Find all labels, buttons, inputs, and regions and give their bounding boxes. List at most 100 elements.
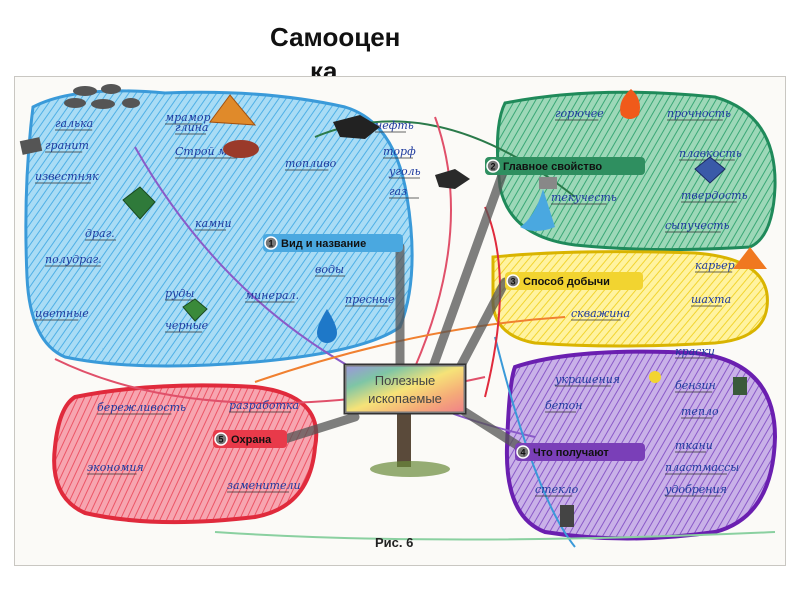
branch-svoystvo-label: Главное свойство [503, 161, 602, 173]
branch-vid-label: Вид и название [281, 238, 366, 250]
leaf-label: нефть [375, 119, 414, 132]
oil-spill-icon [333, 115, 380, 139]
svg-text:5: 5 [218, 435, 223, 445]
leaf-label: газ [389, 185, 407, 198]
pebbles-icon [64, 84, 140, 109]
ore-icon [182, 298, 208, 322]
leaf-label: камни [195, 217, 232, 230]
clay-lump-icon [223, 140, 259, 158]
leaf-label: пластмассы [665, 461, 739, 474]
emerald-icon [122, 186, 156, 220]
leaf-label: известняк [35, 170, 99, 183]
leaf-label: ткани [675, 439, 713, 452]
slide-title: Самооцен ка [270, 20, 440, 88]
sand-pile-icon [209, 94, 257, 126]
branch-poluchayut-pill [515, 443, 645, 461]
leaf-label: украшения [554, 373, 620, 386]
leaf-label: уголь [388, 165, 421, 178]
branch-okhrana: 5 Охрана [213, 430, 287, 448]
branch-svoystvo: 2 Главное свойство [485, 157, 645, 175]
branch-number-badge [486, 159, 500, 173]
leaf-label: торф [383, 145, 416, 158]
svg-text:4: 4 [520, 448, 525, 458]
svg-text:2: 2 [490, 162, 495, 172]
water-drop-icon [317, 309, 337, 343]
branch-poluchayut-label: Что получают [533, 447, 609, 459]
branch-dobycha: 3 Способ добычи [505, 272, 643, 290]
connector-line [414, 116, 452, 368]
leaf-label: твердость [681, 189, 748, 202]
branch-poluchayut: 4 Что получают [515, 443, 645, 461]
leaf-label: черные [165, 319, 209, 332]
branch-okhrana-pill [213, 430, 287, 448]
leaf-label: карьер [695, 259, 735, 272]
branch-okhrana-label: Охрана [231, 434, 272, 446]
svg-text:3: 3 [510, 277, 515, 287]
branch-number-badge [214, 432, 228, 446]
branch-vid: 1 Вид и название [263, 234, 403, 252]
leaf-label: цветные [35, 307, 89, 320]
branch-svoystvo-pill [485, 157, 645, 175]
connector-line [494, 336, 576, 548]
branch-dobycha-pill [505, 272, 643, 290]
leaf-label: галька [55, 117, 93, 130]
leaf-label: полудраг. [45, 253, 102, 266]
coal-lump-icon [435, 169, 470, 189]
leaves-dobycha: карьер шахта скважина [571, 259, 735, 321]
leaf-label: минерал. [245, 289, 299, 302]
leaf-label: бережливость [97, 401, 186, 414]
figure-caption: Рис. 6 [375, 535, 413, 550]
leaf-label: мрамор [165, 111, 211, 124]
leaves-poluchayut: краски украшения бензин бетон тепло ткани плас… [535, 345, 739, 497]
leaf-label: удобрения [664, 483, 727, 496]
leaf-label: пресные [345, 293, 395, 306]
branch-number-badge [264, 236, 278, 250]
connector-line [254, 316, 566, 383]
leaf-label: заменители [227, 479, 301, 492]
diamond-icon [694, 156, 726, 184]
leaf-label: экономия [87, 461, 144, 474]
center-sign-line2: ископаемые [368, 391, 442, 406]
leaf-label: текучесть [551, 191, 617, 204]
mind-map-canvas: 1 Вид и название 2 Главное свойство 3 Сп… [19, 84, 778, 550]
jar-icon [560, 505, 574, 527]
branch-dobycha-label: Способ добычи [523, 276, 610, 288]
leaf-label: плавкость [679, 147, 742, 160]
center-sign [343, 363, 467, 415]
leaf-label: краски [675, 345, 715, 358]
paint-can-icon [649, 371, 661, 383]
signpost-ground [370, 461, 450, 477]
signpost-pole [397, 407, 411, 467]
leaf-label: драг. [85, 227, 115, 240]
leaf-label: стекло [535, 483, 579, 496]
leaf-label: шахта [691, 293, 731, 306]
center-spokes [280, 162, 525, 452]
leaf-label: воды [315, 263, 344, 276]
svg-text:1: 1 [268, 239, 273, 249]
volcano-icon [733, 247, 767, 269]
slide-title-line1: Самооцен [270, 22, 401, 52]
leaf-label: топливо [285, 157, 337, 170]
branch-number-badge [506, 274, 520, 288]
leaf-label: бетон [545, 399, 583, 412]
leaf-label: гранит [45, 139, 89, 152]
center-sign-line1: Полезные [375, 373, 436, 388]
leaf-label: бензин [675, 379, 716, 392]
red-region [52, 383, 319, 525]
leaf-label: разработка [229, 399, 299, 412]
connector-line [214, 531, 776, 541]
connector-line [134, 146, 536, 438]
mind-map-figure: 1 Вид и название 2 Главное свойство 3 Сп… [14, 76, 786, 566]
leaf-label: тепло [681, 405, 719, 418]
leaf-label: прочность [667, 107, 731, 120]
center-signpost: Полезные ископаемые [343, 363, 467, 477]
leaf-label: скважина [571, 307, 630, 320]
leaf-label: руды [165, 287, 194, 300]
tap-icon [539, 177, 557, 189]
granite-block-icon [19, 137, 43, 155]
leaves-okhrana: бережливость разработка экономия заменители [87, 399, 301, 493]
fire-icon [620, 89, 640, 119]
water-stream-icon [520, 189, 555, 231]
